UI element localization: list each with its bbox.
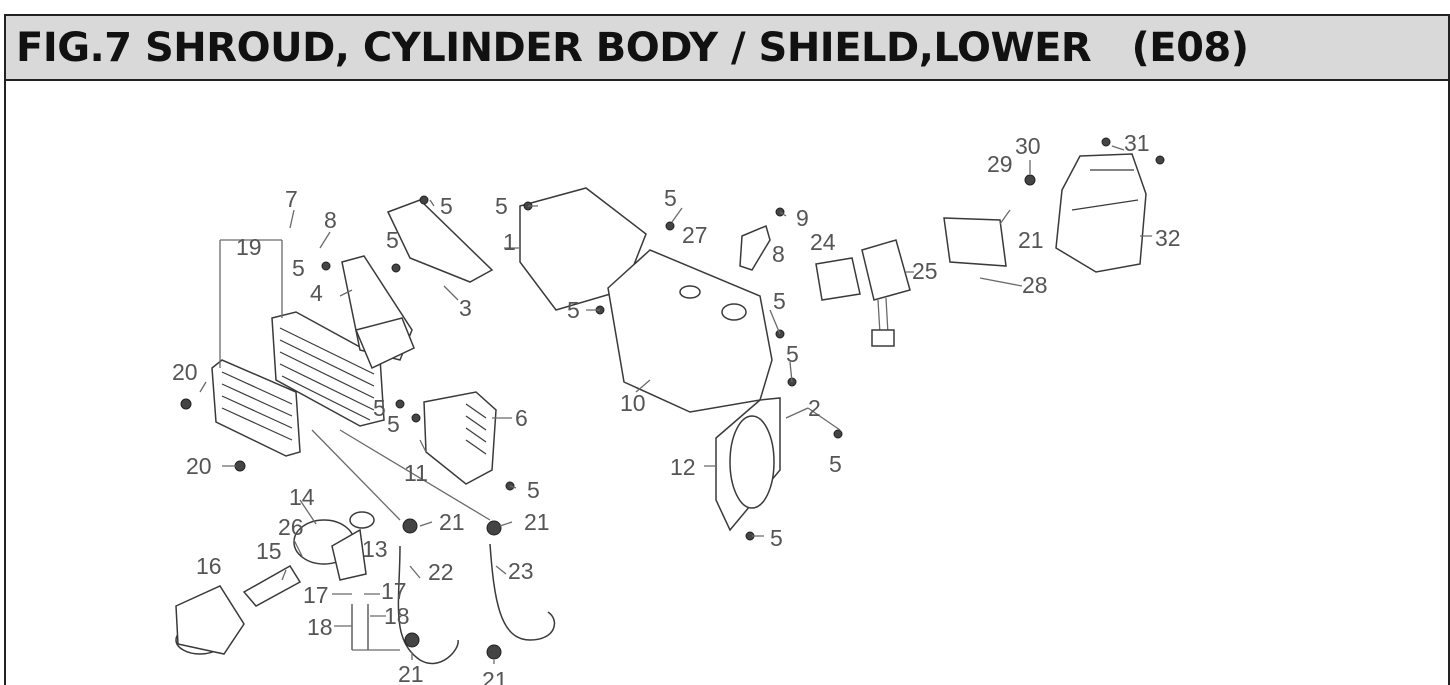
callout-6: 6 xyxy=(515,405,528,431)
callout-1: 1 xyxy=(503,229,516,255)
callout-14: 14 xyxy=(289,484,315,510)
callout-5: 5 xyxy=(495,193,508,219)
callout-5: 5 xyxy=(527,477,540,503)
callout-20: 20 xyxy=(172,359,198,385)
callout-20: 20 xyxy=(186,453,212,479)
callout-5: 5 xyxy=(664,185,677,211)
callout-17: 17 xyxy=(303,582,329,608)
callout-21: 21 xyxy=(524,509,550,535)
callout-21: 21 xyxy=(439,509,465,535)
callout-5: 5 xyxy=(387,411,400,437)
callout-11: 11 xyxy=(404,460,428,486)
callout-29: 29 xyxy=(987,151,1013,177)
callout-19: 19 xyxy=(236,234,262,260)
callout-32: 32 xyxy=(1155,225,1181,251)
callout-18: 18 xyxy=(307,614,333,640)
shroud-lower-cover xyxy=(607,249,781,532)
callout-5: 5 xyxy=(773,288,786,314)
figure-title: FIG.7 SHROUD, CYLINDER BODY / SHIELD,LOW… xyxy=(16,25,1249,71)
callout-7: 7 xyxy=(285,186,298,212)
callout-5: 5 xyxy=(770,525,783,551)
callout-26: 26 xyxy=(278,514,304,540)
callout-28: 28 xyxy=(1022,272,1048,298)
figure-header: FIG.7 SHROUD, CYLINDER BODY / SHIELD,LOW… xyxy=(4,14,1450,81)
callout-30: 30 xyxy=(1015,133,1041,159)
callout-5: 5 xyxy=(786,341,799,367)
callout-15: 15 xyxy=(256,538,282,564)
callout-2: 2 xyxy=(808,395,821,421)
callout-24: 24 xyxy=(810,229,836,255)
regulator-and-pad xyxy=(815,239,911,347)
cylinder-shroud-upper xyxy=(341,199,494,370)
callout-3: 3 xyxy=(459,295,472,321)
callout-5: 5 xyxy=(373,395,386,421)
callout-5: 5 xyxy=(386,227,399,253)
diagram-frame xyxy=(4,80,1450,685)
callout-18: 18 xyxy=(384,603,410,629)
callout-4: 4 xyxy=(310,280,323,306)
callout-5: 5 xyxy=(567,297,580,323)
callout-13: 13 xyxy=(362,536,388,562)
callout-21: 21 xyxy=(398,661,424,685)
lower-shield-32 xyxy=(943,153,1147,273)
bracket-8-upper xyxy=(739,224,771,271)
callout-5: 5 xyxy=(440,193,453,219)
oil-cooler-radiator xyxy=(211,311,385,457)
callout-labels: 1 2 3 4 5 5 5 5 5 5 5 5 5 5 5 5 5 5 6 7 … xyxy=(172,130,1181,685)
callout-31: 31 xyxy=(1124,130,1150,156)
callout-10: 10 xyxy=(620,390,646,416)
oil-filter-assembly xyxy=(175,511,375,655)
callout-27: 27 xyxy=(682,222,708,248)
callout-5: 5 xyxy=(829,451,842,477)
callout-9: 9 xyxy=(796,205,809,231)
callout-12: 12 xyxy=(670,454,696,480)
leader-lines xyxy=(199,145,1152,664)
callout-17: 17 xyxy=(381,578,407,604)
callout-25: 25 xyxy=(912,258,938,284)
callout-23: 23 xyxy=(508,558,534,584)
callout-21: 21 xyxy=(1018,227,1044,253)
side-shield-6 xyxy=(423,391,497,485)
callout-8: 8 xyxy=(324,207,337,233)
callout-5: 5 xyxy=(292,255,305,281)
callout-21: 21 xyxy=(482,667,508,685)
callout-22: 22 xyxy=(428,559,454,585)
callout-8: 8 xyxy=(772,241,785,267)
bolts xyxy=(180,137,1165,660)
callout-16: 16 xyxy=(196,553,222,579)
